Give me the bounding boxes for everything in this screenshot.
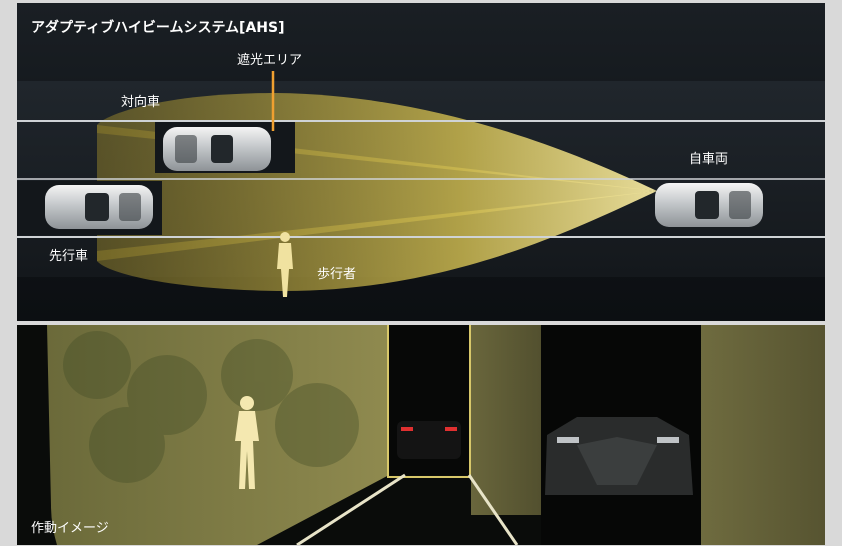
left-illuminated-area [47,325,389,545]
operation-image-panel: 作動イメージ [17,325,825,545]
preceding-car-label: 先行車 [49,249,89,264]
beam-diagram [17,71,825,297]
diagram-title: アダプティブハイビームシステム[AHS] [31,20,285,36]
runner-figure [235,396,259,489]
lower-beam [97,191,657,292]
upper-beam [97,93,657,191]
pedestrian-label: 歩行者 [317,267,357,282]
oncoming-car [163,127,271,171]
own-car [655,183,763,227]
oncoming-car-label: 対向車 [121,95,161,110]
tree-foliage [63,331,359,483]
night-road-scene [47,325,825,545]
top-diagram-panel: アダプティブハイビームシステム[AHS] 遮光エリア 対向車 自車両 先行車 歩… [17,3,825,321]
operation-image-label: 作動イメージ [31,521,109,536]
preceding-car-taillights [397,421,461,459]
pedestrian-figure [277,232,293,297]
own-car-label: 自車両 [689,152,729,167]
road-line-left [296,473,406,545]
shade-area-label: 遮光エリア [237,53,303,68]
preceding-car [45,185,153,229]
oncoming-suv [545,417,693,495]
road-line-center [467,474,519,545]
right-illuminated-area [701,325,825,545]
middle-illuminated-area [471,325,541,515]
